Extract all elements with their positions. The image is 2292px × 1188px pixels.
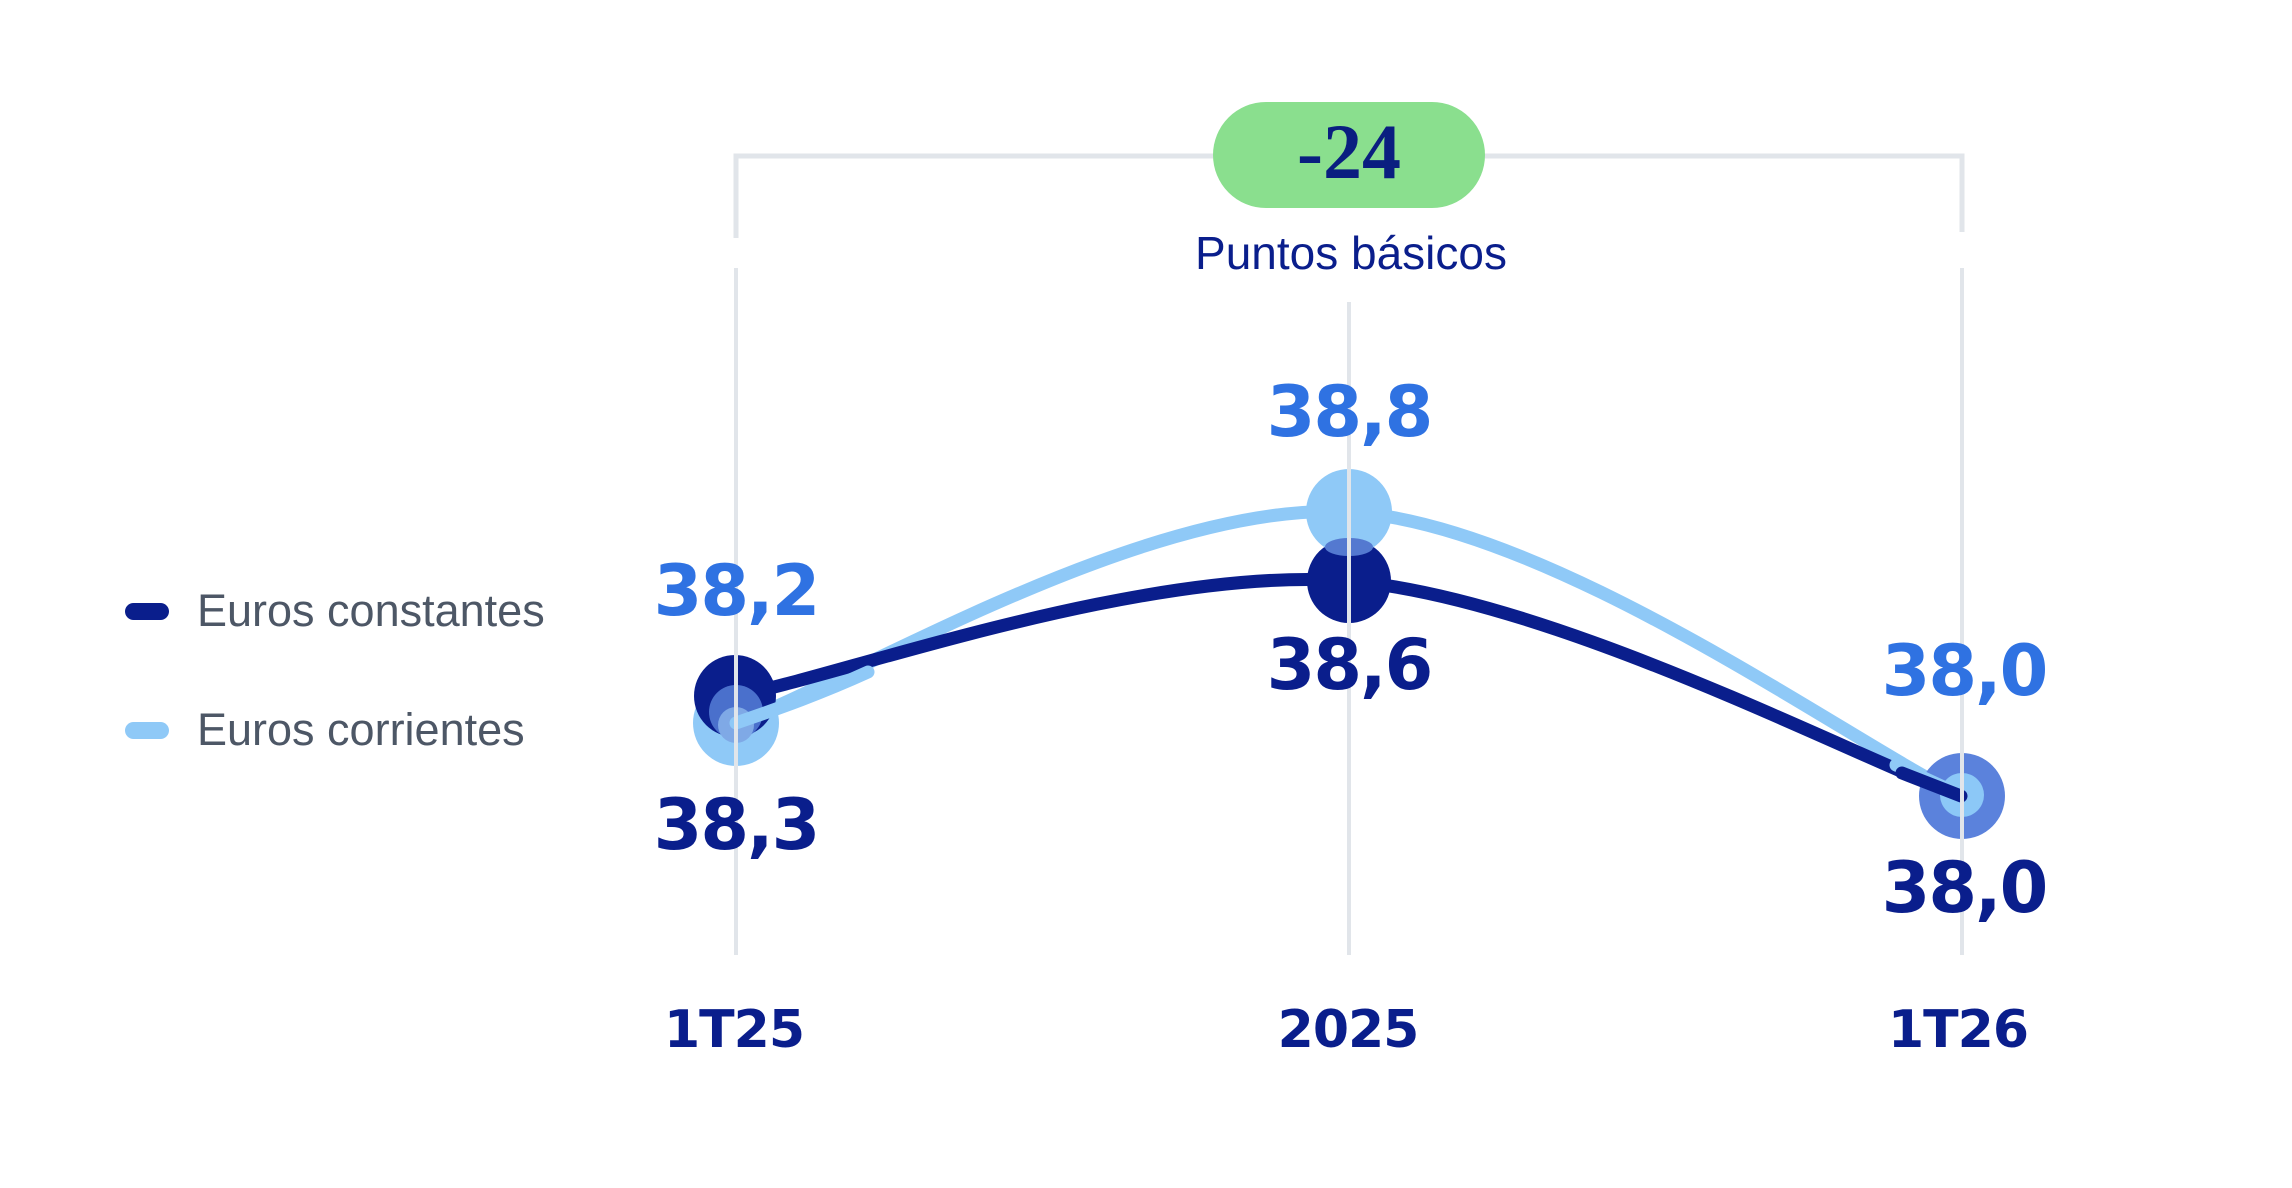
value-label-constantes-2025: 38,6 xyxy=(1266,624,1434,706)
legend-item-corrientes: Euros corrientes xyxy=(125,704,545,755)
x-axis-label-2025: 2025 xyxy=(1277,1000,1420,1060)
constantes-line-tip-1t26 xyxy=(1895,766,1968,803)
value-label-corrientes-2025: 38,8 xyxy=(1266,371,1434,453)
legend-label-constantes: Euros constantes xyxy=(197,585,545,636)
annotation-unit: Puntos básicos xyxy=(1195,227,1507,279)
legend: Euros constantes Euros corrientes xyxy=(125,585,545,755)
legend-label-corrientes: Euros corrientes xyxy=(197,704,525,755)
corrientes-line-tip-1t25 xyxy=(729,665,875,730)
legend-swatch-constantes xyxy=(125,602,169,620)
value-label-corrientes-1t25: 38,2 xyxy=(653,550,821,632)
legend-item-constantes: Euros constantes xyxy=(125,585,545,636)
marker-1t26 xyxy=(1889,753,2005,839)
value-label-constantes-1t26: 38,0 xyxy=(1881,847,2049,929)
value-label-corrientes-1t26: 38,0 xyxy=(1881,630,2049,712)
x-axis-label-1t26: 1T26 xyxy=(1887,1000,2029,1060)
value-label-constantes-1t25: 38,3 xyxy=(653,784,821,866)
legend-swatch-corrientes xyxy=(125,721,169,739)
x-axis-label-1t25: 1T25 xyxy=(663,1000,805,1060)
annotation-value: -24 xyxy=(1297,108,1401,195)
annotation-pill: -24 xyxy=(1213,102,1485,208)
